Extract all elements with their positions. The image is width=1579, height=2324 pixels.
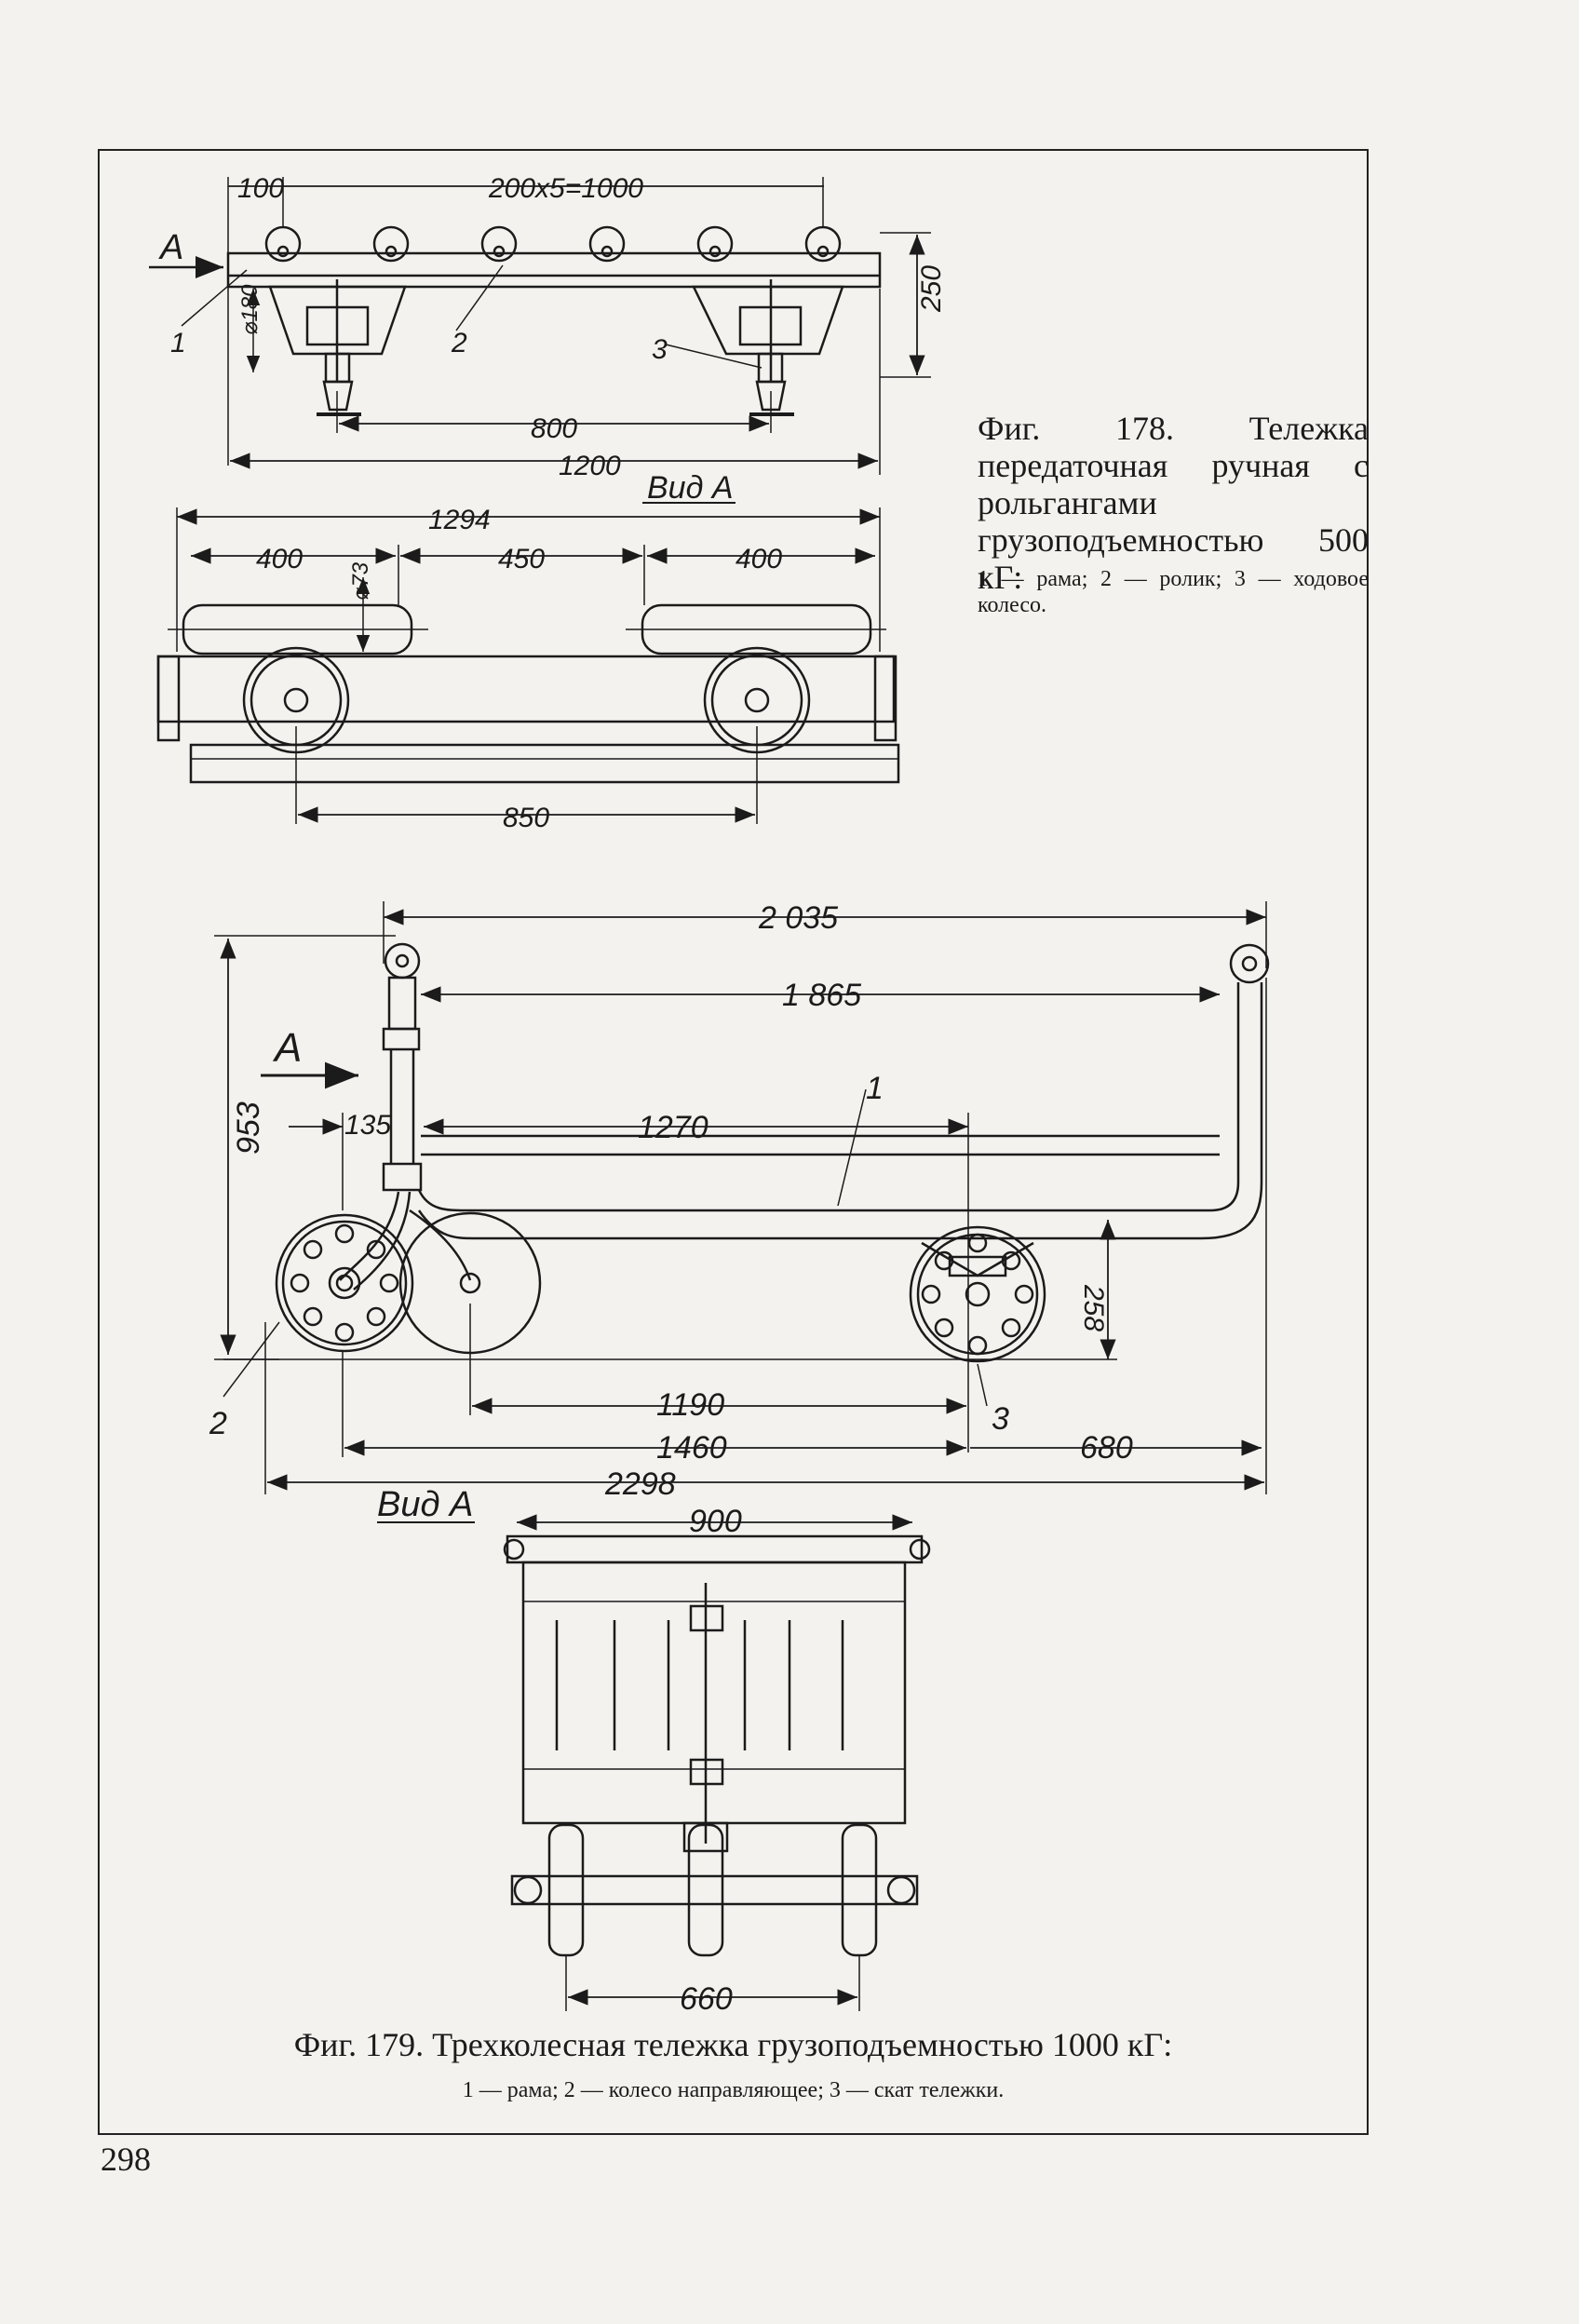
figure-frame xyxy=(98,149,1369,2135)
dim-660: 660 xyxy=(680,1981,733,2017)
dim-135: 135 xyxy=(344,1110,391,1141)
view-label-178: Вид А xyxy=(647,470,734,506)
page-number: 298 xyxy=(101,2141,151,2178)
dim-180: ⌀180 xyxy=(237,284,263,335)
view-arrow-178: A xyxy=(158,228,183,267)
dim-2298: 2298 xyxy=(604,1466,676,1502)
view-arrow-179: A xyxy=(272,1025,302,1071)
dim-450: 450 xyxy=(498,544,545,574)
dim-2035: 2 035 xyxy=(758,900,838,936)
dim-258: 258 xyxy=(1078,1284,1109,1331)
callout-178-2: 2 xyxy=(451,328,467,358)
dim-250: 250 xyxy=(916,265,947,313)
dim-1200: 1200 xyxy=(559,451,621,481)
dim-1190: 1190 xyxy=(656,1387,724,1423)
dim-100: 100 xyxy=(237,173,284,204)
dim-1865: 1 865 xyxy=(782,978,861,1013)
dim-953: 953 xyxy=(231,1101,266,1155)
dim-680: 680 xyxy=(1080,1430,1133,1466)
dim-400b: 400 xyxy=(736,544,782,574)
dim-900: 900 xyxy=(689,1504,742,1539)
callout-178-3: 3 xyxy=(652,334,668,365)
dim-800: 800 xyxy=(531,413,577,444)
fig178-rollers xyxy=(264,225,842,263)
dim-73: ⌀73 xyxy=(348,561,373,601)
fig179-view-a xyxy=(503,1534,931,1957)
fig178-side-view xyxy=(226,225,882,416)
callout-179-3: 3 xyxy=(992,1401,1009,1437)
fig178-caption: Фиг. 178. Тележка передаточная ручная с … xyxy=(978,410,1369,596)
fig179-side-view xyxy=(223,942,1270,1363)
fig178-legend: 1 — рама; 2 — ролик; 3 — ходовое колесо. xyxy=(978,567,1369,617)
dim-1294: 1294 xyxy=(428,505,491,535)
callout-179-2: 2 xyxy=(209,1406,227,1441)
view-label-179: Вид А xyxy=(377,1485,473,1524)
fig178-view-a xyxy=(156,603,900,784)
dim-850: 850 xyxy=(503,803,549,833)
dim-400a: 400 xyxy=(256,544,303,574)
callout-179-1: 1 xyxy=(866,1071,884,1106)
dim-200x5: 200x5=1000 xyxy=(488,173,643,204)
callout-178-1: 1 xyxy=(170,328,186,358)
fig179-caption: Фиг. 179. Трехколесная тележка грузоподъ… xyxy=(293,2026,1173,2063)
fig179-legend: 1 — рама; 2 — колесо направляющее; 3 — с… xyxy=(462,2078,1005,2102)
dim-1270: 1270 xyxy=(638,1110,709,1145)
dim-1460: 1460 xyxy=(656,1430,727,1466)
